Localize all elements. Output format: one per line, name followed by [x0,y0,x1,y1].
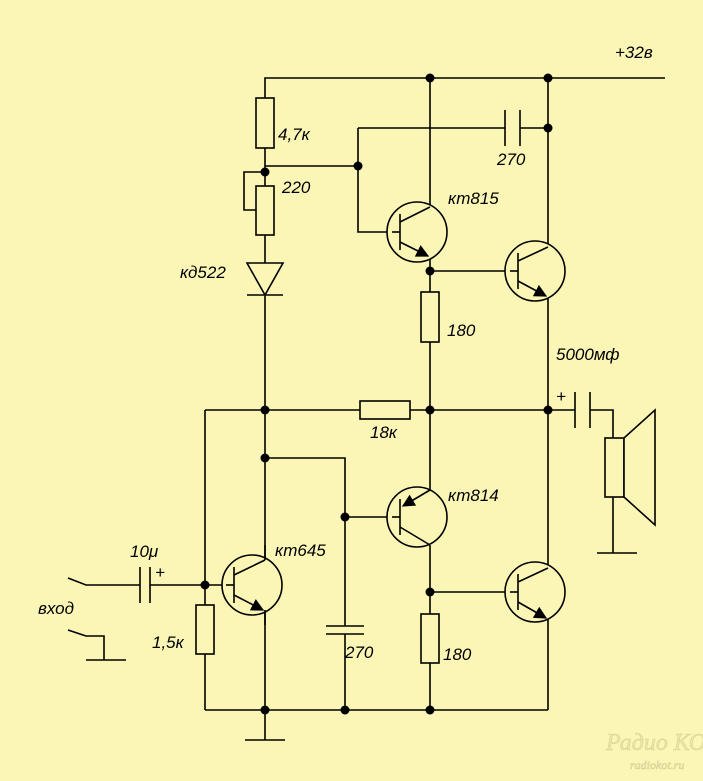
label-r-lower: 180 [443,645,472,664]
transistor-kt815 [386,201,448,263]
transistor-kt814 [386,486,448,548]
transistor-kt645 [221,545,283,625]
capacitor-input-10u [139,567,151,603]
label-r-upper: 180 [447,321,476,340]
label-q-input: кт645 [275,541,326,560]
label-q-lower: кт814 [448,486,499,505]
label-c-lower: 270 [344,643,374,662]
resistor-4-7k [255,97,275,149]
speaker-icon [604,408,656,527]
capacitor-lower-270 [326,625,364,635]
capacitor-output-5000uf [574,392,591,428]
watermark-site-text: radiokot.ru [630,758,684,772]
label-trim: 220 [281,178,311,197]
label-c-out: 5000мф [556,345,619,364]
junction-dots [200,73,553,715]
watermark-logo: Радио КОТ radiokot.ru [605,730,703,773]
label-r-top: 4,7к [278,125,311,144]
resistor-input-1-5k [195,604,215,655]
wires [67,77,665,741]
trim-potentiometer-220 [255,185,275,236]
resistor-feedback-18k [359,400,411,420]
label-q-upper: кт815 [448,189,499,208]
transistor-upper-output [504,240,566,302]
label-supply: +32в [615,43,653,62]
label-plus-in: + [155,563,165,582]
watermark-logo-text: Радио КОТ [605,730,703,756]
capacitor-bootstrap-270 [504,110,521,146]
resistor-lower-180 [420,613,440,664]
label-c-in: 10μ [130,542,159,561]
label-c-boot: 270 [496,150,526,169]
label-diode: кд522 [180,263,226,282]
label-plus-out: + [556,387,566,406]
label-r-fb: 18к [370,423,398,442]
transistor-lower-output [504,561,566,623]
label-r-in: 1,5к [152,633,185,652]
label-input: вход [38,599,74,618]
diode-kd522 [245,262,285,297]
labels: +32в 4,7к 220 кд522 270 кт815 180 5000мф… [38,43,653,664]
resistor-upper-180 [420,291,440,343]
